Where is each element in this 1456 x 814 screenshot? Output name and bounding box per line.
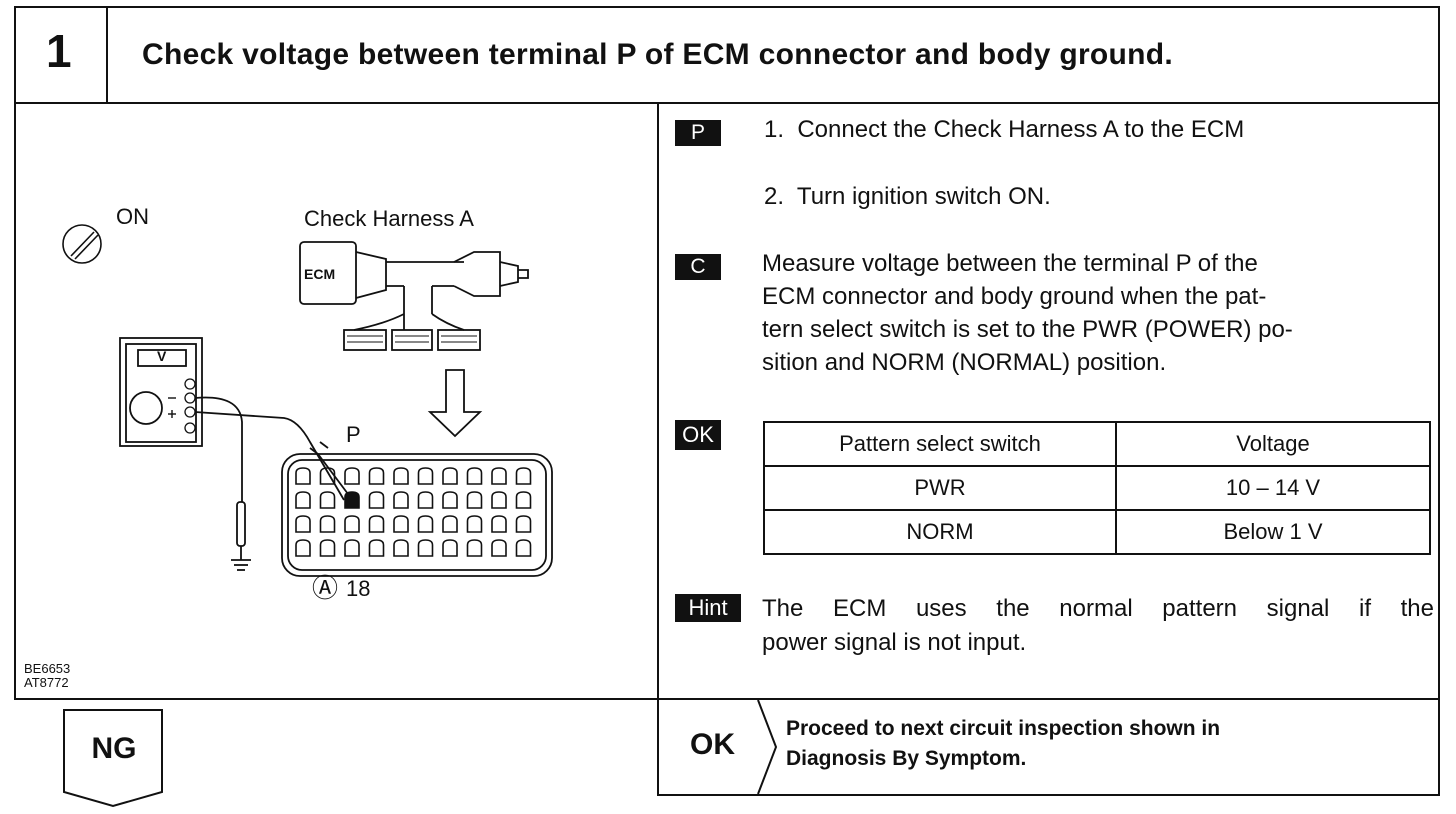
table-header: Voltage [1115, 421, 1431, 467]
step-divider [106, 6, 108, 104]
connector-pin [295, 539, 311, 557]
ng-result-shape [63, 709, 163, 808]
figure-code-1: BE6653 [24, 661, 71, 676]
step-title: Check voltage between terminal P of ECM … [142, 38, 1174, 71]
connector-mark: Ⓐ [312, 573, 339, 603]
ok-text-line-2: Diagnosis By Symptom. [786, 747, 1027, 770]
figure-code-2: AT8772 [24, 675, 69, 690]
connector-pin [368, 467, 385, 485]
connector-label: 18 [346, 576, 371, 601]
ecm-connector-icon [281, 453, 553, 577]
ok-tag: OK [675, 420, 721, 450]
check-line-4: sition and NORM (NORMAL) position. [762, 349, 1167, 376]
check-line-2: ECM connector and body ground when the p… [762, 283, 1267, 310]
ok-result-box [657, 698, 1440, 796]
connector-pin [344, 491, 360, 509]
ok-text-line-1: Proceed to next circuit inspection shown… [786, 717, 1221, 740]
connector-pin [466, 539, 483, 557]
table-cell: 10 – 14 V [1115, 465, 1431, 511]
connector-pin [491, 491, 507, 509]
connector-pin [393, 467, 409, 485]
table-cell: Below 1 V [1115, 509, 1431, 555]
prep-tag: P [675, 120, 721, 146]
connector-pin [393, 491, 409, 509]
hint-line-2: power signal is not input. [762, 629, 1027, 656]
prep-step-2: 2. Turn ignition switch ON. [764, 183, 1051, 210]
connector-pin [442, 491, 458, 509]
ok-divider-chevron [757, 699, 778, 795]
table-header: Pattern select switch [763, 421, 1117, 467]
connector-pin [417, 515, 434, 533]
connector-pin [491, 515, 507, 533]
connector-pin [393, 515, 409, 533]
connector-pin [515, 467, 532, 485]
connector-pin [344, 515, 360, 533]
connector-pin [368, 515, 385, 533]
down-arrow-icon [427, 369, 483, 438]
connector-pin [393, 539, 409, 557]
connector-pin [344, 539, 360, 557]
connector-pin [319, 539, 336, 557]
hint-tag: Hint [675, 594, 741, 622]
connector-pin [491, 539, 507, 557]
connector-pin [295, 491, 311, 509]
connector-pin [515, 539, 532, 557]
wiring-diagram [62, 224, 553, 577]
table-cell: PWR [763, 465, 1117, 511]
ignition-label: ON [116, 204, 149, 229]
connector-pin [368, 539, 385, 557]
spec-table: Pattern select switch Voltage PWR 10 – 1… [763, 421, 1431, 555]
connector-pin [368, 491, 385, 509]
connector-pin [466, 467, 483, 485]
connector-pin [515, 515, 532, 533]
prep-step-1: 1. Connect the Check Harness A to the EC… [764, 116, 1245, 143]
harness-label: Check Harness A [304, 206, 474, 231]
connector-pin [319, 515, 336, 533]
connector-pin [466, 491, 483, 509]
connector-pin [491, 467, 507, 485]
ok-label: OK [690, 728, 735, 761]
connector-pin [417, 467, 434, 485]
check-tag: C [675, 254, 721, 280]
connector-pin [515, 491, 532, 509]
ng-label: NG [91, 732, 137, 765]
ignition-key-icon [62, 224, 102, 264]
meter-label: V [157, 348, 167, 364]
connector-pin [442, 515, 458, 533]
connector-pin [417, 539, 434, 557]
check-line-3: tern select switch is set to the PWR (PO… [762, 316, 1293, 343]
ecm-box-label: ECM [304, 266, 336, 282]
connector-pin [319, 467, 336, 485]
table-row: NORM Below 1 V [763, 509, 1431, 555]
connector-pins [295, 467, 532, 557]
table-header-row: Pattern select switch Voltage [763, 421, 1431, 467]
check-harness-icon [299, 241, 529, 351]
illustration-panel [14, 102, 659, 700]
connector-pin [319, 491, 336, 509]
table-cell: NORM [763, 509, 1117, 555]
table-row: PWR 10 – 14 V [763, 465, 1431, 511]
connector-pin [442, 539, 458, 557]
step-number: 1 [46, 25, 72, 77]
connector-pin [344, 467, 360, 485]
connector-pin [417, 491, 434, 509]
connector-pin [466, 515, 483, 533]
connector-pin [442, 467, 458, 485]
connector-pin [295, 515, 311, 533]
hint-line-1: The ECM uses the normal pattern signal i… [762, 595, 1434, 622]
terminal-label: P [346, 422, 361, 447]
check-line-1: Measure voltage between the terminal P o… [762, 250, 1258, 277]
connector-pin [295, 467, 311, 485]
